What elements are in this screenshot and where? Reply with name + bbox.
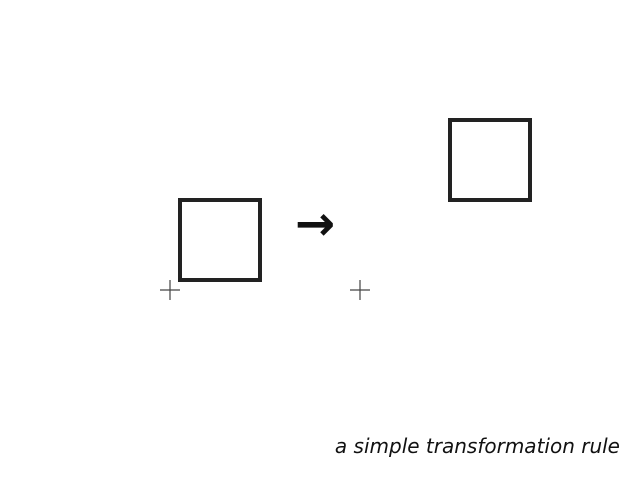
origin-crosshair-icon bbox=[350, 280, 370, 300]
transformed-square bbox=[448, 118, 532, 202]
original-square bbox=[178, 198, 262, 282]
diagram-caption: a simple transformation rule bbox=[334, 434, 620, 458]
right-arrow-icon: → bbox=[295, 196, 335, 252]
before-panel bbox=[160, 198, 262, 300]
after-panel bbox=[350, 118, 532, 300]
origin-crosshair-icon bbox=[160, 280, 180, 300]
